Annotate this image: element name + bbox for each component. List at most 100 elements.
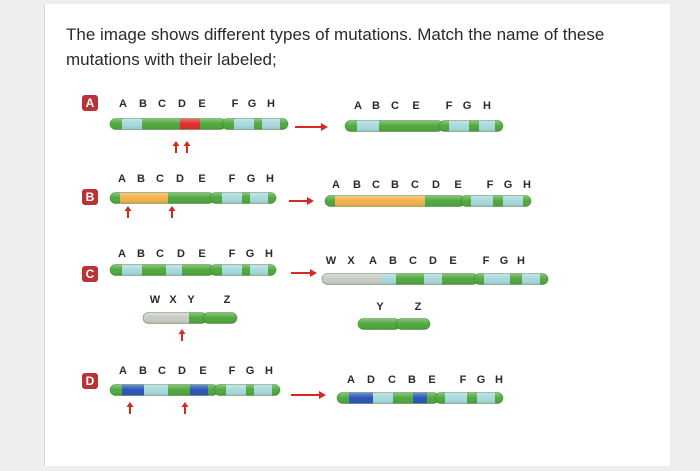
chromosome-c-mutated-long-arm — [321, 273, 479, 285]
gene-label-a-right-4: F — [446, 100, 453, 112]
chromosome-a-original-short-arm — [221, 118, 289, 130]
gene-label-b-right-9: H — [523, 179, 531, 191]
gene-label-c-left-2: C — [156, 248, 164, 260]
chromosome-c-second-mutated-long-arm — [357, 318, 401, 330]
chromosome-c-second-original — [142, 312, 238, 324]
gene-label-b-left-6: G — [247, 173, 256, 185]
chromosome-d-original — [109, 384, 281, 396]
gene-label-d-left-4: E — [199, 365, 206, 377]
chromosome-c-original-long-arm — [109, 264, 215, 276]
gene-label-b-left-5: F — [229, 173, 236, 185]
gene-label-b-right-3: B — [391, 179, 399, 191]
gene-label-b-left-1: B — [137, 173, 145, 185]
gene-label-c-right-6: E — [449, 255, 456, 267]
arrow-b-1 — [124, 206, 132, 218]
chromosome-a-mutated-short-arm — [438, 120, 504, 132]
gene-label-c-right-3: B — [389, 255, 397, 267]
gene-label-a-right-2: C — [391, 100, 399, 112]
gene-label-d-left-1: B — [139, 365, 147, 377]
gene-label-a-left-3: D — [178, 98, 186, 110]
gene-label-b-left-0: A — [118, 173, 126, 185]
row-label-c: C — [82, 266, 98, 282]
arrow-d-1 — [126, 402, 134, 414]
arrow-a-2 — [183, 141, 191, 153]
chromosome-b-original — [109, 192, 277, 204]
gene-label-d-left-3: D — [178, 365, 186, 377]
row-label-a: A — [82, 95, 98, 111]
chromosome-c-original — [109, 264, 277, 276]
gene-label-c-right-2: A — [369, 255, 377, 267]
gene-label-c-second-right-0: Y — [376, 301, 384, 313]
gene-label-c-right-8: G — [500, 255, 509, 267]
gene-label-c-second-left-3: Z — [224, 294, 231, 306]
question-text: The image shows different types of mutat… — [66, 25, 605, 69]
arrows-layer — [124, 123, 328, 414]
gene-label-c-left-1: B — [137, 248, 145, 260]
gene-label-b-left-3: D — [176, 173, 184, 185]
gene-label-c-left-6: G — [246, 248, 255, 260]
gene-label-b-right-7: F — [487, 179, 494, 191]
gene-label-d-right-2: C — [388, 374, 396, 386]
gene-label-d-right-0: A — [347, 374, 355, 386]
gene-label-a-right-3: E — [412, 100, 419, 112]
gene-label-b-right-6: E — [454, 179, 461, 191]
gene-label-a-left-1: B — [139, 98, 147, 110]
gene-label-a-right-6: H — [483, 100, 491, 112]
gene-label-c-right-4: C — [409, 255, 417, 267]
row-label-b: B — [82, 189, 98, 205]
row-label-d: D — [82, 373, 98, 389]
gene-label-b-left-2: C — [156, 173, 164, 185]
gene-label-c-right-9: H — [517, 255, 525, 267]
gene-label-a-right-5: G — [463, 100, 472, 112]
gene-label-a-left-0: A — [119, 98, 127, 110]
arrow-c-1 — [178, 329, 186, 341]
gene-label-d-left-7: H — [265, 365, 273, 377]
transition-arrow-a — [295, 123, 328, 131]
gene-label-d-right-5: F — [460, 374, 467, 386]
chromosome-d-mutated-long-arm — [336, 392, 440, 404]
gene-label-a-left-7: H — [267, 98, 275, 110]
gene-label-d-right-1: D — [367, 374, 375, 386]
transition-arrow-d — [291, 391, 326, 399]
chromosome-d-mutated — [336, 392, 504, 404]
gene-label-d-right-3: B — [408, 374, 416, 386]
gene-label-c-left-7: H — [265, 248, 273, 260]
chromosome-c-original-short-arm — [209, 264, 277, 276]
chromosome-b-original-short-arm — [209, 192, 277, 204]
chromosome-c-mutated-short-arm — [473, 273, 549, 285]
gene-label-d-left-6: G — [246, 365, 255, 377]
chromosomes-layer — [109, 118, 549, 404]
gene-label-c-left-0: A — [118, 248, 126, 260]
gene-label-b-left-4: E — [198, 173, 205, 185]
chromosome-c-second-original-long-arm — [142, 312, 208, 324]
gene-label-c-second-right-1: Z — [415, 301, 422, 313]
arrow-d-2 — [181, 402, 189, 414]
gene-label-c-second-left-0: W — [150, 294, 161, 306]
gene-label-b-right-8: G — [504, 179, 513, 191]
gene-label-b-right-2: C — [372, 179, 380, 191]
gene-label-b-right-0: A — [332, 179, 340, 191]
gene-label-c-left-3: D — [177, 248, 185, 260]
chromosome-a-original-long-arm — [109, 118, 227, 130]
chromosome-b-mutated-long-arm — [324, 195, 466, 207]
arrow-a-1 — [172, 141, 180, 153]
chromosome-d-mutated-short-arm — [434, 392, 504, 404]
gene-label-d-right-4: E — [428, 374, 435, 386]
arrow-b-2 — [168, 206, 176, 218]
gene-label-c-left-4: E — [198, 248, 205, 260]
gene-label-c-right-5: D — [429, 255, 437, 267]
chromosome-a-mutated-long-arm — [344, 120, 444, 132]
gene-label-a-right-0: A — [354, 100, 362, 112]
chromosome-c-second-mutated-short-arm — [395, 318, 431, 330]
gene-label-c-second-left-2: Y — [187, 294, 195, 306]
chromosome-b-mutated — [324, 195, 532, 207]
chromosome-b-original-long-arm — [109, 192, 215, 204]
gene-label-d-left-0: A — [119, 365, 127, 377]
gene-label-a-left-2: C — [158, 98, 166, 110]
chromosome-b-mutated-short-arm — [460, 195, 532, 207]
gene-label-c-right-1: X — [347, 255, 355, 267]
chromosome-c-mutated — [321, 273, 549, 285]
gene-label-c-right-7: F — [483, 255, 490, 267]
gene-label-b-right-5: D — [432, 179, 440, 191]
gene-label-c-left-5: F — [229, 248, 236, 260]
